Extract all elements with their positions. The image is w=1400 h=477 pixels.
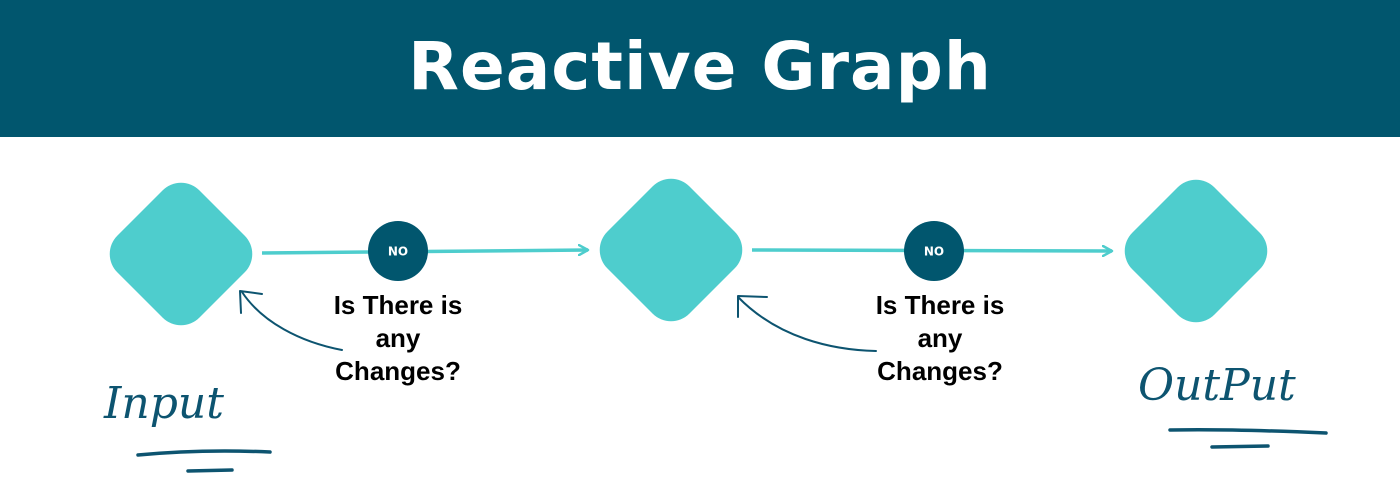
label-input: Input bbox=[103, 378, 224, 429]
badge-no-2-text: NO bbox=[924, 245, 944, 259]
badge-no-1: NO bbox=[368, 221, 428, 281]
feedback-arrow-2 bbox=[737, 295, 877, 352]
header-banner: Reactive Graph bbox=[0, 0, 1400, 137]
badge-no-2: NO bbox=[904, 221, 964, 281]
label-output: OutPut bbox=[1138, 360, 1296, 411]
question-2: Is There is any Changes? bbox=[876, 290, 1005, 386]
label-input-underline bbox=[136, 449, 272, 473]
page-title: Reactive Graph bbox=[408, 28, 992, 105]
label-output-underline bbox=[1168, 427, 1328, 449]
question-1-line-1: Is There is bbox=[334, 290, 463, 320]
node-middle bbox=[599, 178, 743, 322]
question-2-line-1: Is There is bbox=[876, 290, 1005, 320]
question-2-line-3: Changes? bbox=[877, 356, 1003, 386]
question-1-line-3: Changes? bbox=[335, 356, 461, 386]
node-input bbox=[109, 182, 253, 326]
question-2-line-2: any bbox=[918, 323, 963, 353]
question-1: Is There is any Changes? bbox=[334, 290, 463, 386]
question-1-line-2: any bbox=[376, 323, 421, 353]
badge-no-1-text: NO bbox=[388, 245, 408, 259]
node-output bbox=[1124, 179, 1268, 323]
feedback-arrow-1 bbox=[239, 290, 343, 351]
